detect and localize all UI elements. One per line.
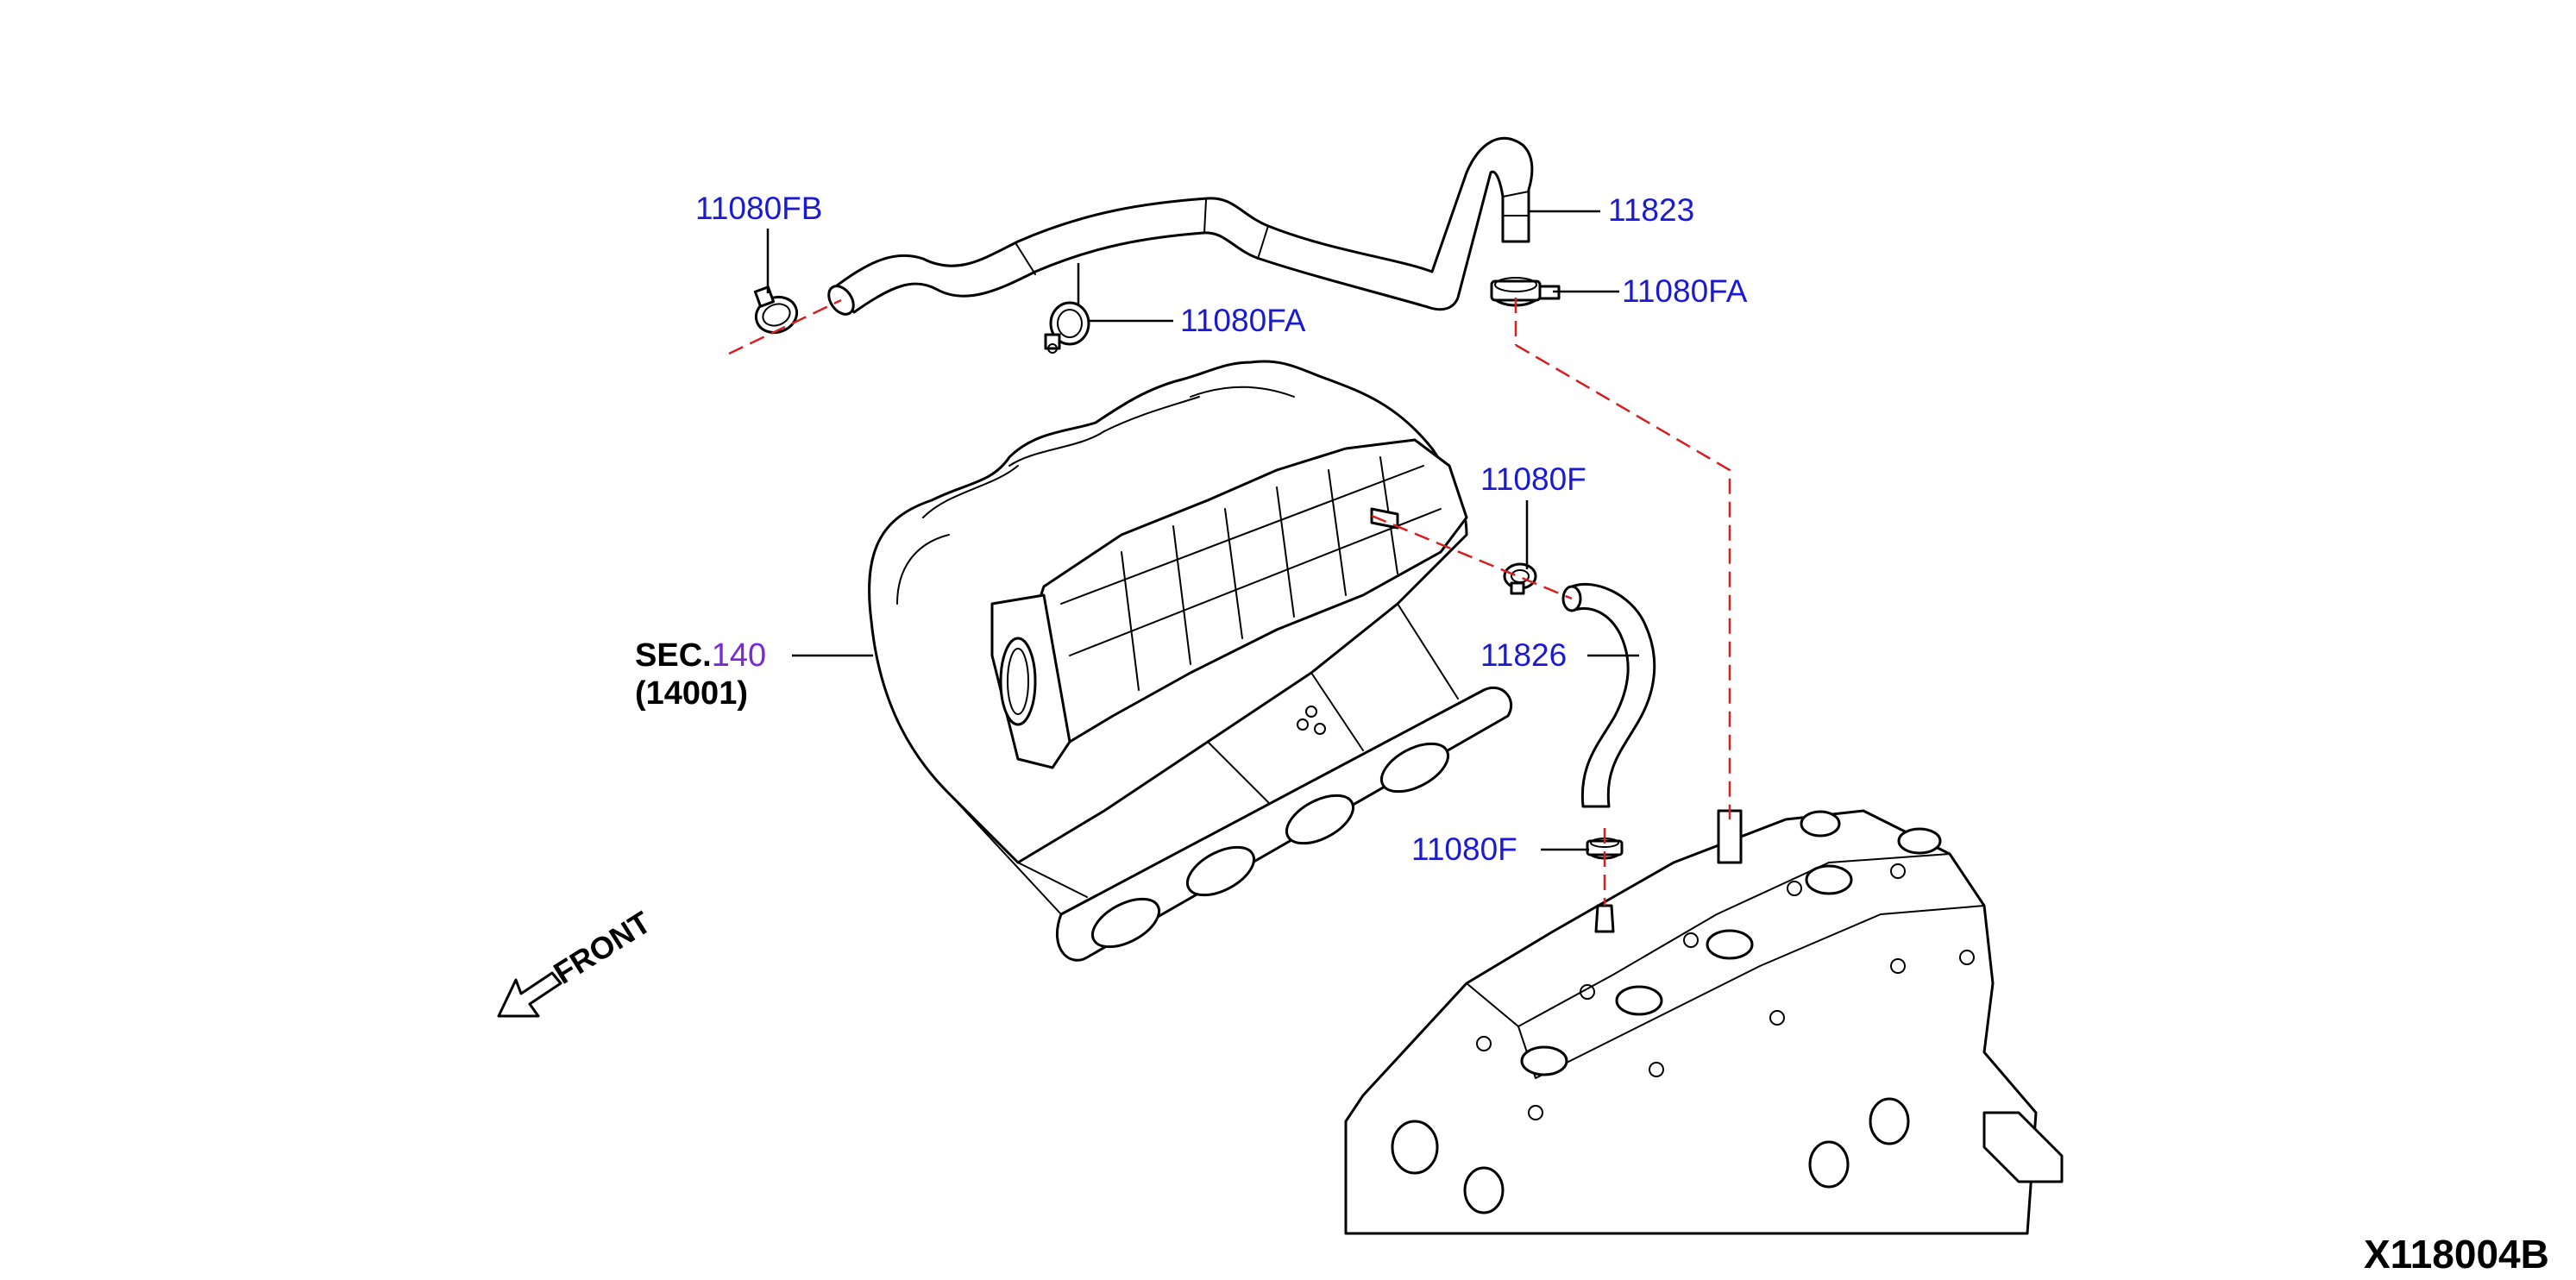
- label-section[interactable]: SEC.140: [635, 637, 766, 674]
- leader-lines: [766, 210, 1639, 851]
- label-11080fa-left[interactable]: 11080FA: [1180, 303, 1306, 338]
- label-11080fb[interactable]: 11080FB: [695, 191, 822, 226]
- diagram-id: X118004B: [2364, 1232, 2549, 1277]
- label-section-part: (14001): [635, 675, 748, 712]
- section-number: 140: [712, 637, 766, 674]
- hose-11823[interactable]: [824, 136, 1534, 318]
- label-11823[interactable]: 11823: [1608, 192, 1694, 228]
- label-11080f-lower[interactable]: 11080F: [1411, 831, 1517, 867]
- clamp-11080fa-right[interactable]: [1490, 277, 1561, 307]
- section-prefix: SEC.: [635, 637, 712, 674]
- cylinder-head: [1344, 809, 2064, 1235]
- reference-lines: [728, 298, 1731, 906]
- label-11080fa-right[interactable]: 11080FA: [1622, 273, 1748, 309]
- label-11826[interactable]: 11826: [1480, 637, 1567, 673]
- clamp-11080fb[interactable]: [751, 285, 802, 338]
- front-label: FRONT: [548, 904, 657, 990]
- label-11080f-upper[interactable]: 11080F: [1480, 461, 1586, 497]
- intake-manifold[interactable]: [868, 360, 1513, 962]
- clamp-11080f-upper[interactable]: [1503, 562, 1537, 595]
- front-arrow: [497, 971, 562, 1018]
- clamp-11080fa-left[interactable]: [1044, 301, 1090, 354]
- hose-11826[interactable]: [1561, 582, 1656, 808]
